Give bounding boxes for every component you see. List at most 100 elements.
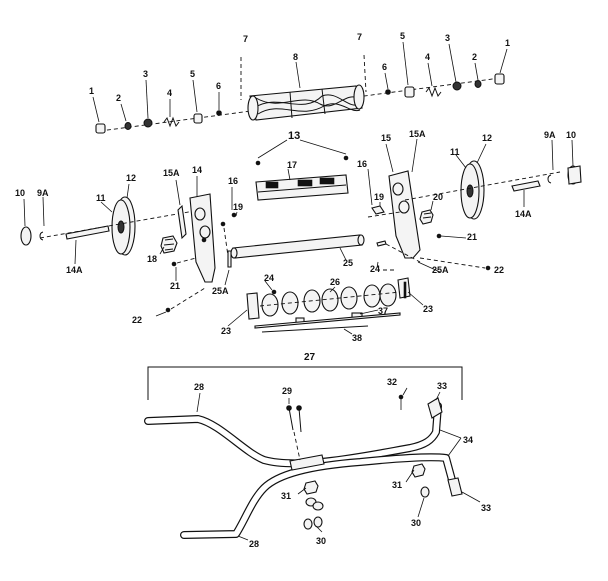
label-1-left: 1 [89,86,94,96]
label-7-left: 7 [243,34,248,44]
label-25: 25 [343,258,353,268]
label-9a-right: 9A [544,130,556,140]
label-21-left: 21 [170,281,180,291]
right-bushing [404,86,415,98]
label-3-left: 3 [143,69,148,79]
label-27: 27 [304,352,316,363]
upper-grip [427,397,443,419]
label-6-right: 6 [382,62,387,72]
blade-38 [261,325,369,333]
label-17: 17 [287,160,297,170]
left-screw-b [231,212,237,218]
label-23-left: 23 [221,326,231,336]
label-28-upper: 28 [194,382,204,392]
label-16-left: 16 [228,176,238,186]
label-33-lower: 33 [481,503,491,513]
right-nut-22 [485,265,491,271]
middle-hardware [165,155,491,313]
label-14a-right: 14A [515,209,532,219]
label-37: 37 [378,306,388,316]
label-21-right: 21 [467,232,477,242]
middle-leader-lines [23,138,574,335]
right-wheel-assembly [404,160,582,220]
right-axle-bolt [511,180,541,192]
label-15a-left: 15A [163,168,180,178]
label-2-right: 2 [472,52,477,62]
label-26: 26 [330,277,340,287]
left-nut [143,118,153,128]
label-20: 20 [433,192,443,202]
left-spring [163,116,180,128]
label-30-left: 30 [316,536,326,546]
label-1-right: 1 [505,38,510,48]
label-14-left: 14 [192,165,202,175]
left-bearing-cap [95,123,106,134]
label-28-lower: 28 [249,539,259,549]
pin-line-right [363,54,367,93]
handle-nut-31 [303,480,319,495]
right-spring [425,86,442,98]
label-5-right: 5 [400,31,405,41]
label-18: 18 [147,254,157,264]
label-6-left: 6 [216,81,221,91]
handle-bracket-27 [147,366,463,400]
roller-shaft [254,312,401,329]
left-nut-21 [171,261,177,267]
label-16-right: 16 [357,159,367,169]
label-10-left: 10 [15,188,25,198]
right-nut-31 [411,463,426,478]
left-side-plate [177,193,237,283]
label-15: 15 [381,133,391,143]
lower-grip [447,477,463,497]
right-side-plate [367,170,442,263]
right-washer-30 [420,486,430,498]
label-12-left: 12 [126,173,136,183]
right-spacer [376,240,387,247]
label-2-left: 2 [116,93,121,103]
right-screw [436,233,442,239]
label-19-right: 19 [374,192,384,202]
left-washer [124,122,132,130]
left-nut-22 [165,307,171,313]
label-34: 34 [463,435,473,445]
reel-axis-line [99,77,501,132]
right-nut [452,81,462,91]
label-8: 8 [293,52,298,62]
label-31-left: 31 [281,491,291,501]
label-13: 13 [288,130,300,142]
label-11-right: 11 [450,147,460,157]
handle-assembly [144,387,481,541]
reel-assembly [95,54,505,134]
left-small-ball [216,110,222,116]
label-23-right: 23 [423,304,433,314]
right-clip [547,174,552,184]
left-bushing [193,113,203,124]
label-15a-right: 15A [409,129,426,139]
left-shaft-25a [227,250,232,268]
label-9a-left: 9A [37,188,49,198]
label-25a-right: 25A [432,265,449,275]
roller-end-left [246,292,260,320]
label-4-right: 4 [425,52,430,62]
label-24-left: 24 [264,273,274,283]
right-gear [419,209,434,225]
right-bearing-cap [494,73,505,85]
label-11-left: 11 [96,193,106,203]
label-5: 5 [190,69,195,79]
label-7-right: 7 [357,32,362,42]
top-leader-lines [92,41,508,159]
handle-cross-plate [289,454,325,471]
label-22-left: 22 [132,315,142,325]
label-10-right: 10 [566,130,576,140]
reel-cylinder [247,84,365,121]
label-29: 29 [282,386,292,396]
right-washer [474,80,482,88]
label-31-right: 31 [392,480,402,490]
left-hubcap [20,226,32,246]
label-24-right: 24 [370,264,380,274]
label-32: 32 [387,377,397,387]
label-33-upper: 33 [437,381,447,391]
label-38: 38 [352,333,362,343]
label-4-left: 4 [167,88,172,98]
